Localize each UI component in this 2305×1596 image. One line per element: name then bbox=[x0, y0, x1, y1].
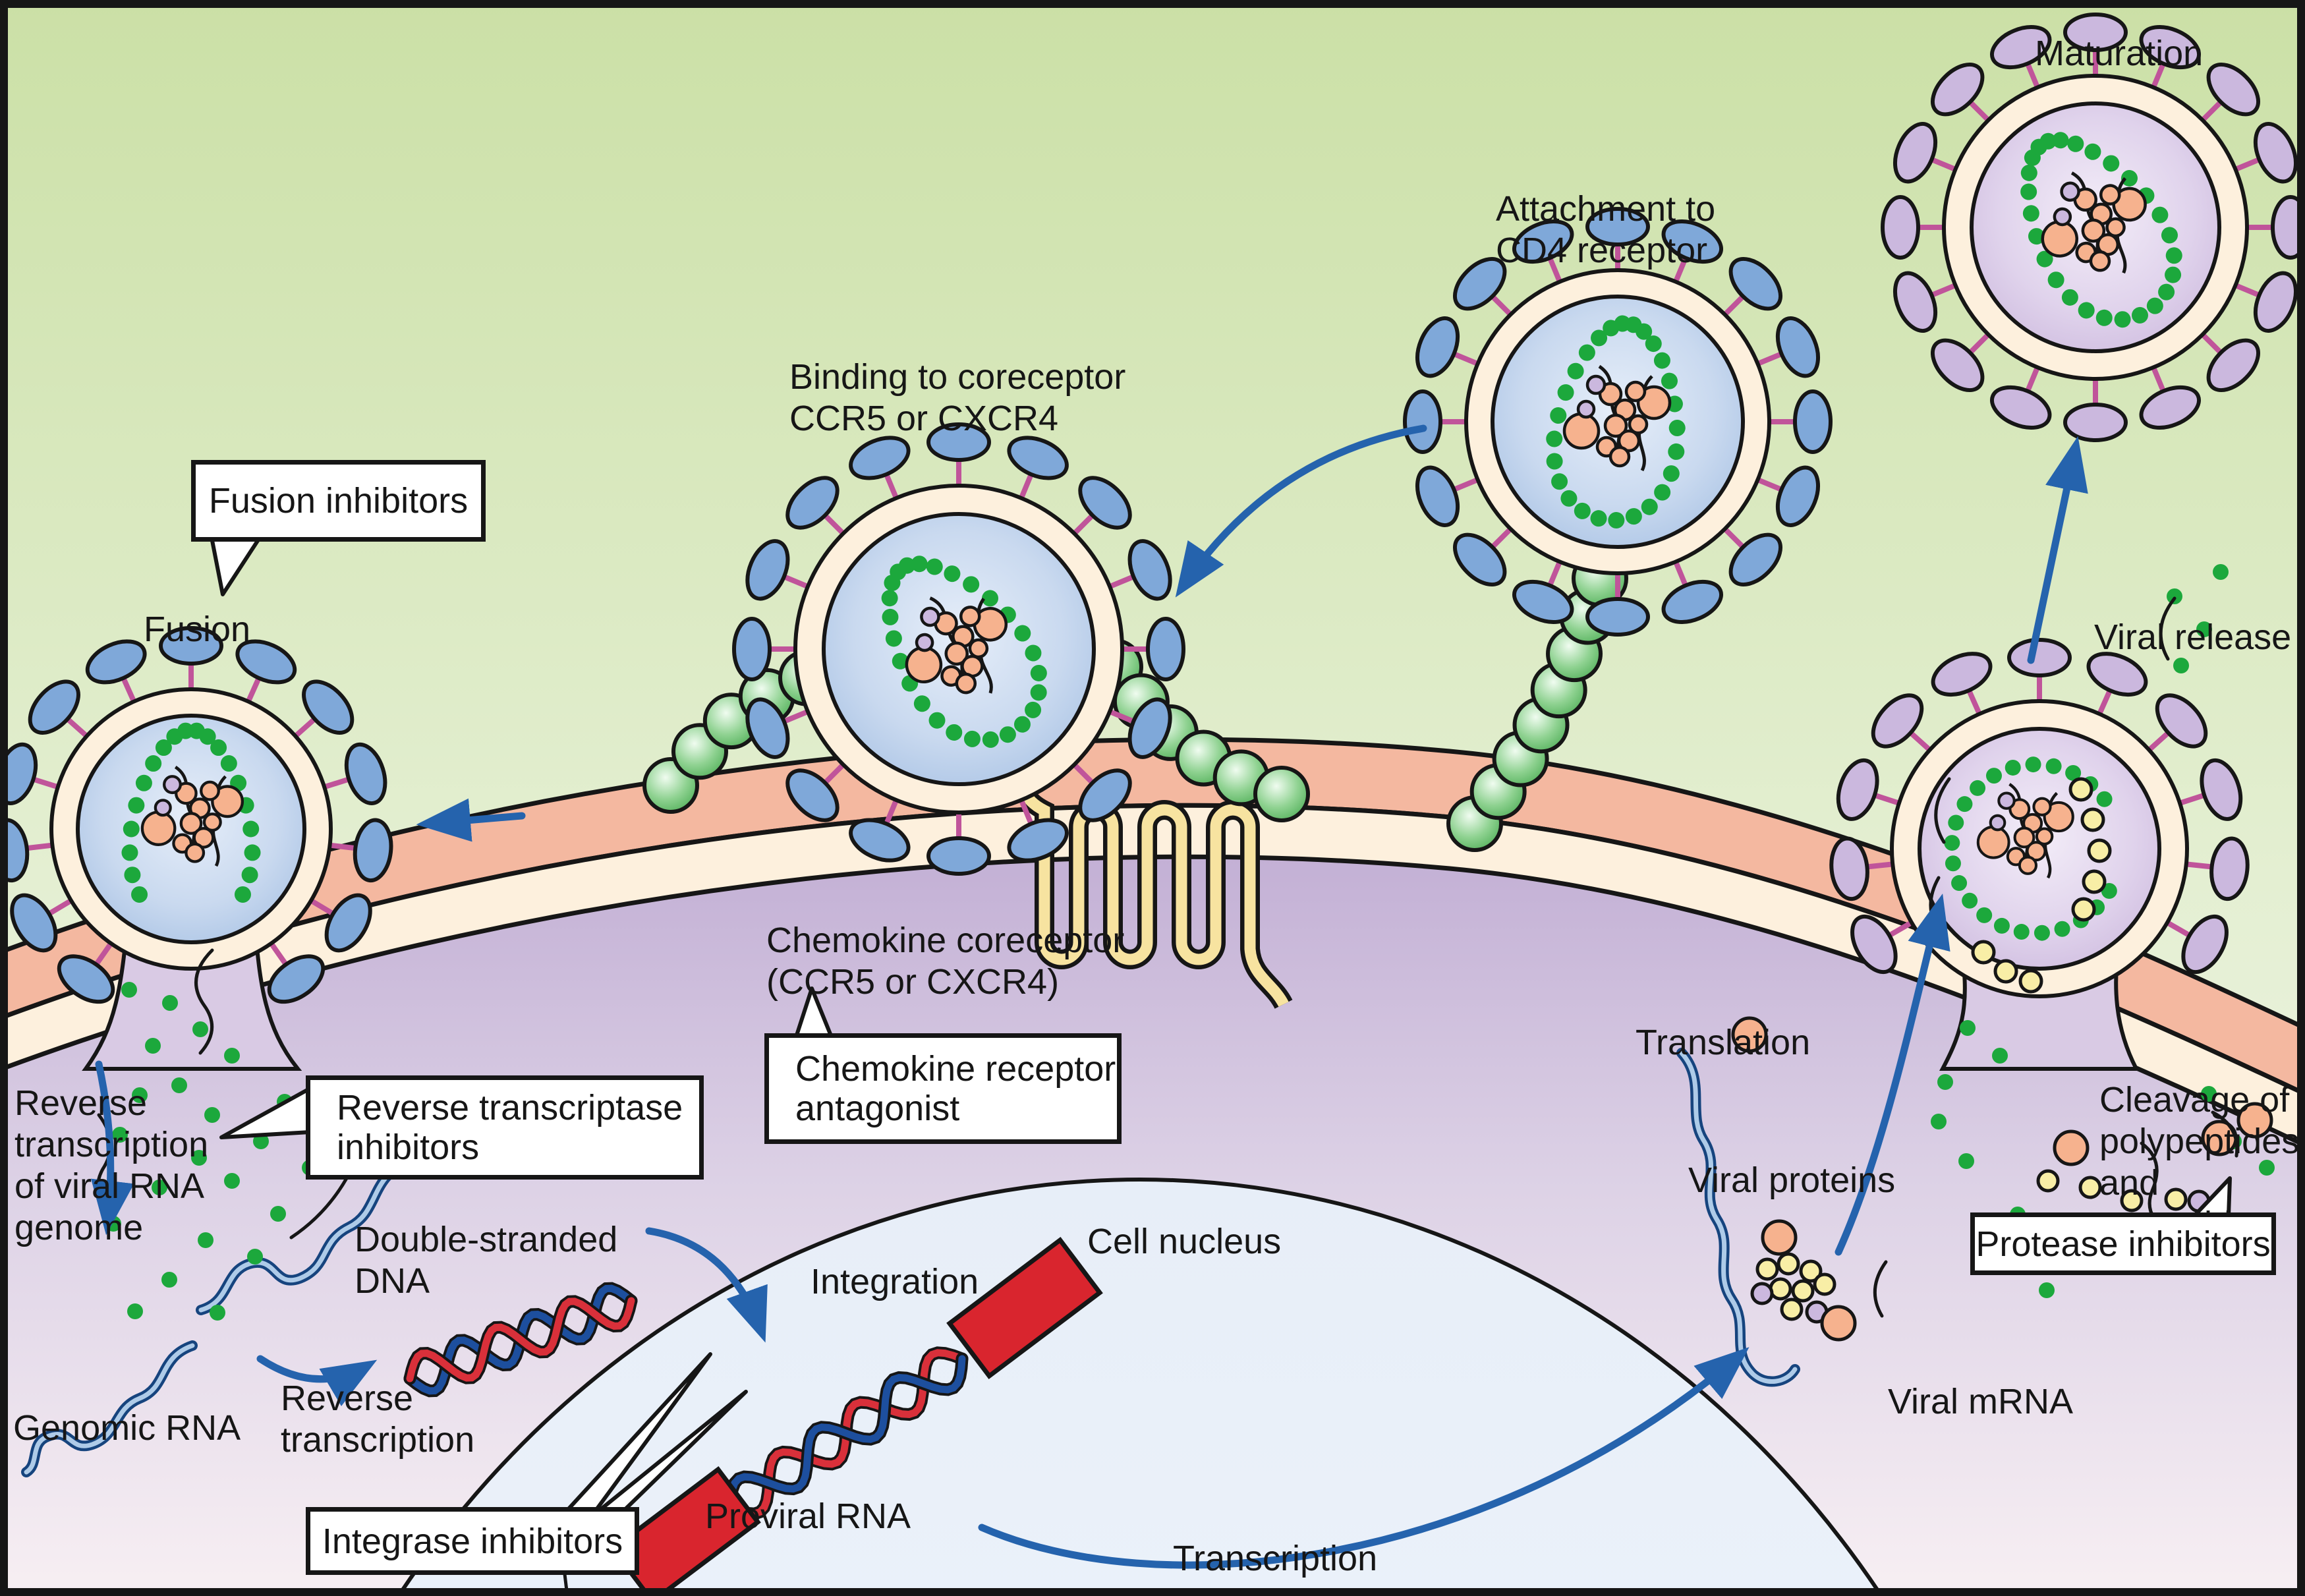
membrane-inner-layer bbox=[0, 803, 2305, 1148]
label-maturation: Maturation bbox=[2035, 34, 2204, 73]
label-attachment: Attachment to CD4 receptor bbox=[1496, 189, 1716, 270]
process-arrows bbox=[90, 424, 2088, 1569]
integration-arrow bbox=[645, 1227, 768, 1343]
fusion-inhibitors-box: Fusion inhibitors bbox=[191, 460, 486, 542]
label-binding: Binding to coreceptor CCR5 or CXCR4 bbox=[789, 357, 1126, 438]
viral-proteins-and-rna-scatter bbox=[96, 564, 2275, 1342]
label-chemokine-coreceptor: Chemokine coreceptor (CCR5 or CXCR4) bbox=[766, 921, 1125, 1002]
maturation-virion bbox=[1881, 13, 2305, 442]
reverse-transcriptase-inhibitors-box: Reverse transcriptase inhibitors bbox=[306, 1075, 704, 1180]
label-viral-proteins: Viral proteins bbox=[1688, 1160, 1896, 1200]
proviral-dna bbox=[724, 1346, 969, 1520]
label-reverse-transcription: Reverse transcription bbox=[281, 1379, 475, 1460]
label-reverse-transcription-genome: Reverse transcription of viral RNA genom… bbox=[14, 1083, 209, 1247]
double-stranded-dna-helix bbox=[403, 1282, 638, 1398]
budding-virion bbox=[1829, 638, 2250, 998]
transcription-arrow bbox=[978, 1347, 1750, 1569]
binding-virion bbox=[732, 422, 1185, 876]
label-viral-mrna: Viral mRNA bbox=[1888, 1382, 2074, 1421]
label-cell-nucleus: Cell nucleus bbox=[1087, 1222, 1282, 1261]
attachment-to-binding-arrow bbox=[1175, 424, 1427, 598]
post-fusion-rna bbox=[196, 1156, 413, 1315]
integrase-inhibitors-box: Integrase inhibitors bbox=[306, 1507, 639, 1575]
label-viral-release: Viral release bbox=[2094, 617, 2292, 657]
chemokine-coreceptor-protein bbox=[1013, 753, 1293, 1010]
rna-to-dna-arrow bbox=[256, 1355, 378, 1406]
label-integration: Integration bbox=[811, 1262, 979, 1301]
attachment-virion bbox=[1403, 207, 1833, 637]
fusion-virion bbox=[0, 626, 393, 1004]
rna-ribbons bbox=[21, 1048, 1800, 1477]
reverse-transcription-down-arrow bbox=[90, 1060, 134, 1236]
protease-inhibitors-box: Protease inhibitors bbox=[1970, 1212, 2276, 1275]
label-translation: Translation bbox=[1636, 1023, 1811, 1062]
release-to-maturation-arrow bbox=[2027, 436, 2088, 664]
genomic-rna-ribbon bbox=[21, 1340, 198, 1477]
chemokine-receptor-antagonist-box: Chemokine receptor antagonist bbox=[764, 1033, 1122, 1144]
translation-assembly-arrow bbox=[1835, 894, 1950, 1256]
viral-mrna-ribbon bbox=[1676, 1048, 1800, 1387]
label-double-stranded-dna: Double-stranded DNA bbox=[355, 1220, 618, 1301]
label-proviral-rna: Proviral RNA bbox=[705, 1496, 911, 1536]
fusion-direction-arrow bbox=[416, 798, 526, 842]
proviral-dna-end-bars bbox=[610, 1236, 1103, 1596]
label-genomic-rna: Genomic RNA bbox=[13, 1408, 241, 1448]
label-fusion: Fusion bbox=[144, 610, 251, 649]
label-transcription: Transcription bbox=[1173, 1539, 1378, 1578]
